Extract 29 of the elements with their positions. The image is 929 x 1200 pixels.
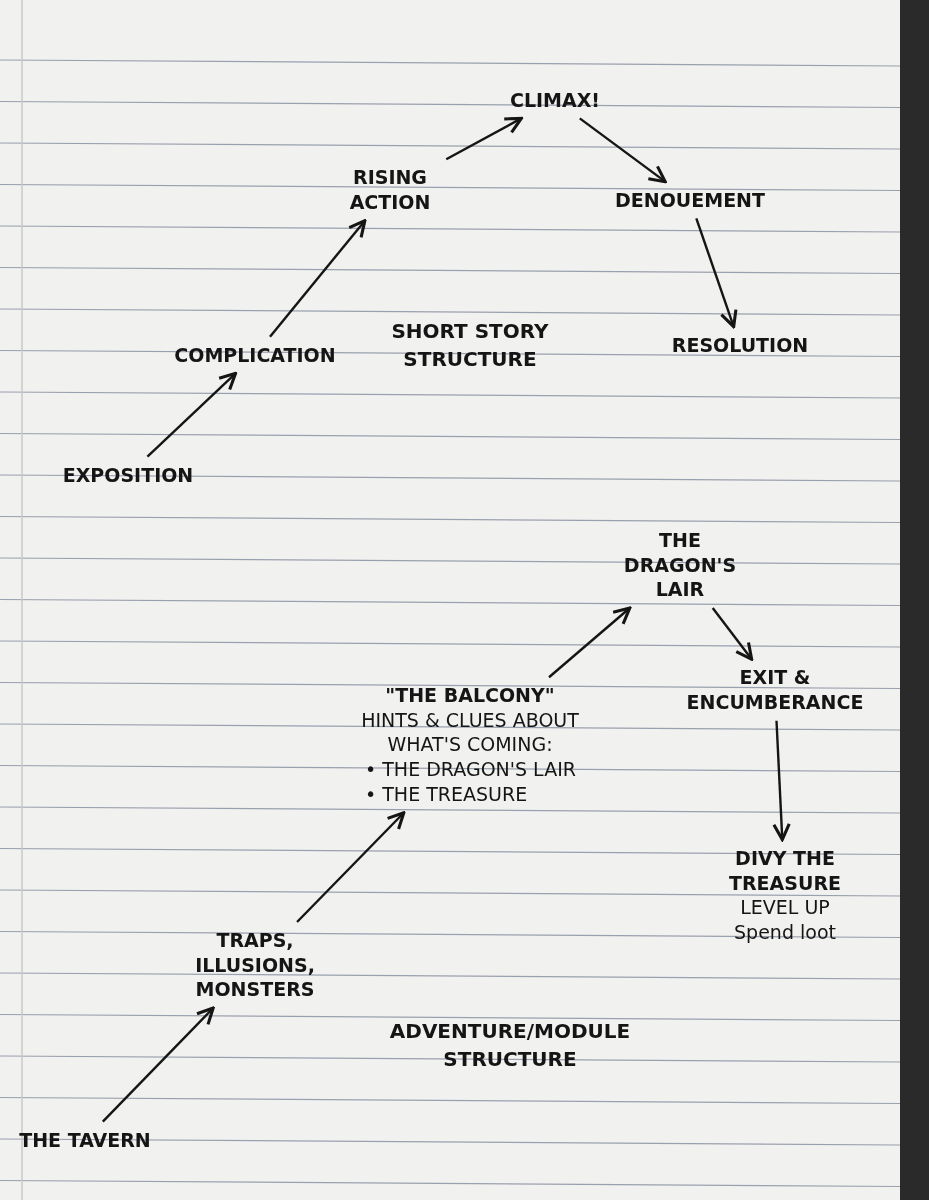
stage-text: "THE BALCONY" (384, 683, 556, 708)
stage-text: DENOUEMENT (614, 187, 766, 213)
stage-text: DIVY THE TREASURE (728, 845, 842, 895)
arrow (695, 217, 738, 329)
stage-note: LEVEL UP (739, 895, 831, 920)
stage-note: HINTS & CLUES ABOUT WHAT'S COMING: (360, 707, 580, 758)
arrow (772, 720, 791, 842)
arrow (579, 117, 667, 184)
section-heading: ADVENTURE/MODULE STRUCTURE (388, 1018, 632, 1073)
stage-text: RISING ACTION (348, 165, 432, 215)
stage-text: TRAPS, ILLUSIONS, MONSTERS (194, 927, 316, 1003)
arrow (296, 811, 406, 923)
stage-text: CLIMAX! (508, 87, 601, 113)
arrow (101, 1006, 215, 1123)
arrow (548, 606, 632, 679)
arrow (269, 219, 367, 338)
arrow (146, 371, 238, 458)
stage-text: EXPOSITION (61, 462, 195, 488)
arrow (445, 116, 523, 161)
stage-text: THE DRAGON'S LAIR (622, 527, 738, 603)
stage-text: COMPLICATION (173, 342, 337, 368)
section-heading: SHORT STORY STRUCTURE (390, 318, 550, 373)
stage-note: • THE DRAGON'S LAIR (364, 757, 577, 783)
stage-text: THE TAVERN (18, 1127, 152, 1153)
stage-note: • THE TREASURE (364, 782, 529, 807)
stage-text: EXIT & ENCUMBERANCE (685, 665, 865, 715)
stage-text: RESOLUTION (670, 332, 810, 358)
arrow (711, 607, 754, 661)
stage-note: Spend loot (733, 919, 837, 945)
